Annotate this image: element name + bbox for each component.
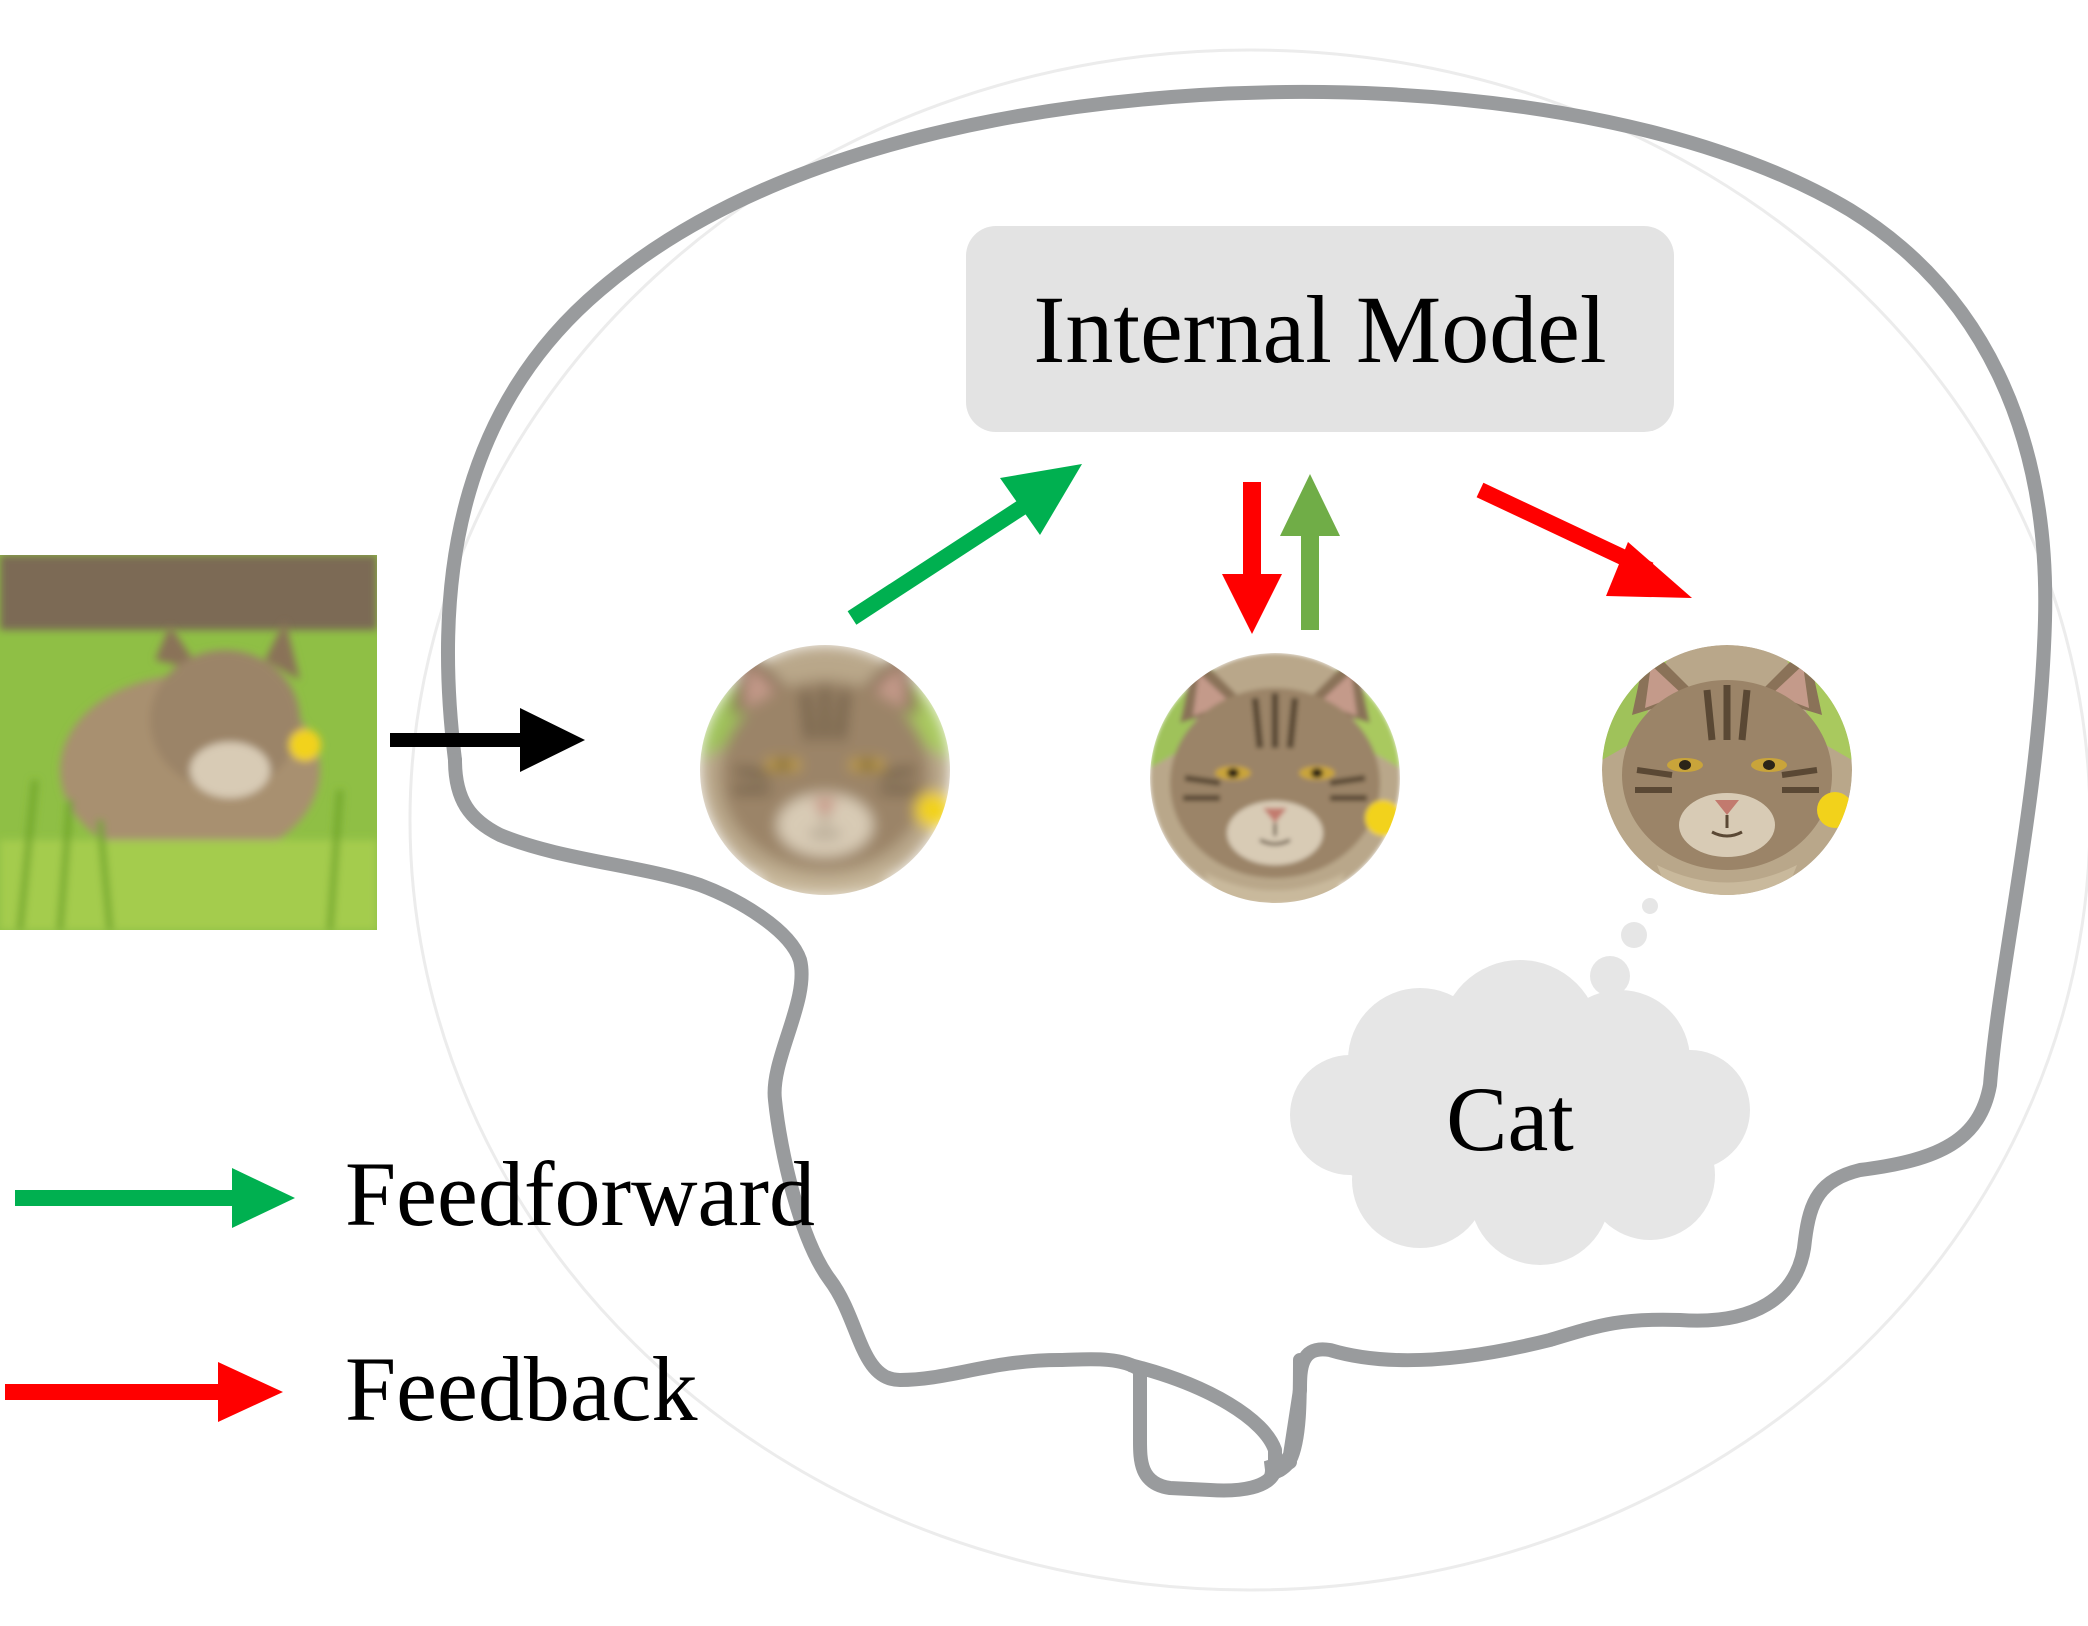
legend: Feedforward Feedback bbox=[5, 1143, 815, 1440]
feedback-arrow-down bbox=[1222, 482, 1282, 634]
thought-label: Cat bbox=[1446, 1068, 1574, 1170]
brainstem-outline bbox=[1140, 1370, 1265, 1490]
legend-feedforward: Feedforward bbox=[15, 1143, 815, 1245]
internal-model-label: Internal Model bbox=[1033, 276, 1606, 383]
feedforward-arrow-1 bbox=[847, 464, 1082, 625]
input-arrow bbox=[390, 708, 585, 772]
thought-dot-small bbox=[1642, 898, 1658, 914]
stage-3-face bbox=[1602, 645, 1853, 898]
feedforward-arrow-up bbox=[1280, 474, 1340, 630]
stage-2-face bbox=[1150, 653, 1401, 906]
legend-feedforward-label: Feedforward bbox=[345, 1143, 815, 1245]
internal-model-box bbox=[966, 226, 1674, 432]
feedback-arrow-2 bbox=[1476, 482, 1692, 598]
brainstem bbox=[1128, 1358, 1282, 1498]
head-silhouette bbox=[408, 48, 2088, 1592]
thought-dot-large bbox=[1590, 956, 1630, 996]
stage-1-face bbox=[700, 645, 951, 898]
thought-dot-medium bbox=[1621, 922, 1647, 948]
input-cat-photo bbox=[0, 555, 377, 930]
thought-cloud bbox=[1290, 960, 1750, 1265]
legend-feedback-label: Feedback bbox=[345, 1338, 698, 1440]
legend-feedback: Feedback bbox=[5, 1338, 698, 1440]
